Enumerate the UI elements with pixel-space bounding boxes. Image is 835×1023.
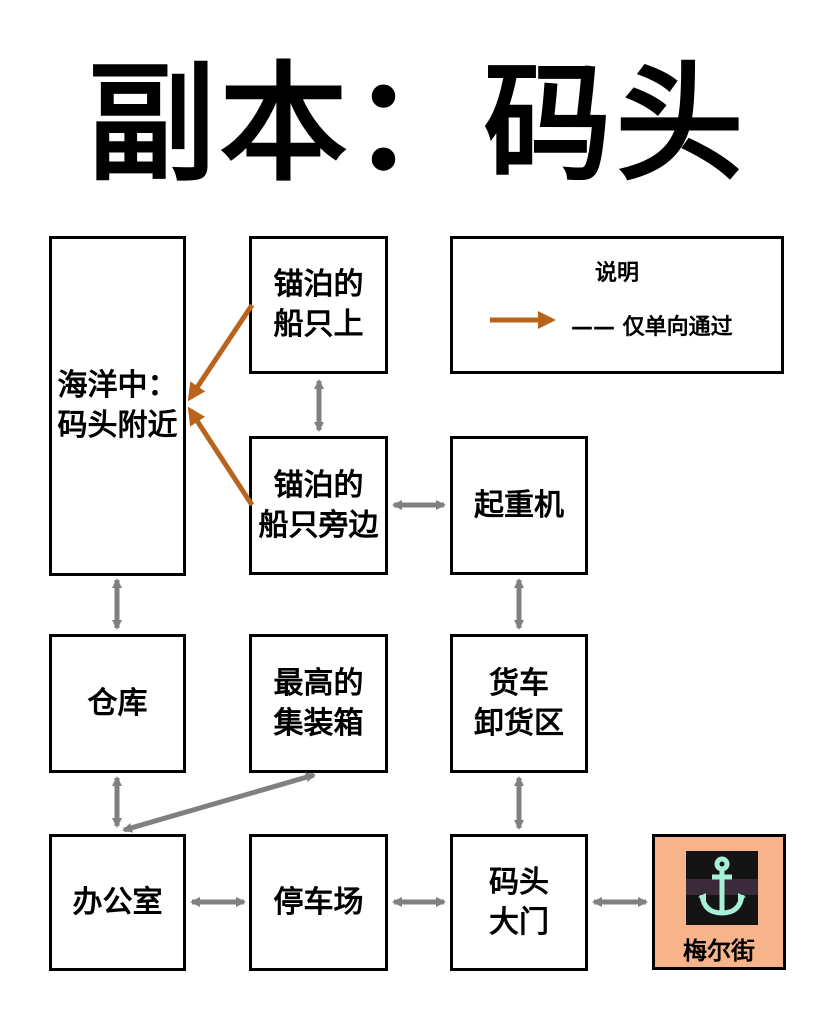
node-office[interactable]: 办公室 (49, 834, 186, 971)
arrow-shipside-to-ocean (187, 406, 255, 507)
node-gate[interactable]: 码头 大门 (450, 834, 588, 971)
legend-box: 说明 —— 仅单向通过 (450, 236, 784, 374)
node-container[interactable]: 最高的 集装箱 (249, 634, 388, 773)
anchor-icon (686, 851, 758, 925)
destination-label: 梅尔街 (683, 937, 755, 965)
node-destination[interactable]: 梅尔街 (652, 834, 786, 970)
legend-one-way-label: —— 仅单向通过 (571, 315, 733, 340)
page-title: 副本：码头 (87, 50, 748, 199)
legend-title: 说明 (594, 261, 639, 286)
node-ocean[interactable]: 海洋中： 码头附近 (49, 236, 186, 576)
node-crane[interactable]: 起重机 (450, 436, 588, 575)
node-truck[interactable]: 货车 卸货区 (450, 634, 588, 773)
node-parking[interactable]: 停车场 (249, 834, 388, 971)
arrow-shipon-to-ocean (187, 303, 255, 402)
arrow-office-container (122, 772, 316, 833)
node-warehouse[interactable]: 仓库 (49, 634, 186, 773)
node-ship-side[interactable]: 锚泊的 船只旁边 (249, 436, 388, 575)
